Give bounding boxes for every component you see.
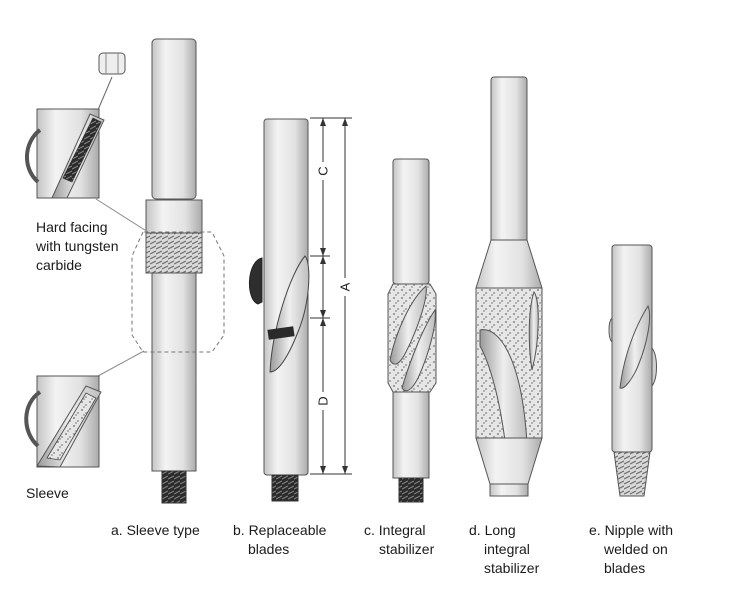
stabilizer-a-sleeve-type [131, 38, 225, 504]
hard-facing-label: Hard facing with tungsten carbide [36, 219, 119, 273]
e-blade-1 [608, 316, 613, 344]
dimension-c-label: C [316, 166, 331, 175]
c-blade-1 [389, 285, 427, 365]
b-pin-thread [271, 474, 299, 502]
e-box-thread [613, 451, 651, 497]
dimension-d-label: D [316, 396, 331, 405]
sleeve-label: Sleeve [26, 485, 69, 501]
d-blade-2 [528, 290, 539, 371]
sleeve-carbide [46, 392, 97, 461]
a-upper-body [151, 38, 197, 200]
c-upper-body [392, 158, 430, 285]
a-pin-thread [161, 470, 187, 504]
a-sleeve-thread [145, 232, 203, 274]
dimension-a-label: A [338, 282, 353, 291]
c-lower-body [392, 391, 430, 479]
d-upper-taper [475, 239, 543, 289]
stabilizer-d-long-integral [475, 76, 543, 497]
caption-a: a. Sleeve type [111, 522, 200, 538]
dimension-lines: A C D [310, 117, 354, 475]
sleeve-detail [24, 350, 145, 468]
a-sleeve-outline [131, 231, 225, 353]
d-upper-body [490, 76, 528, 244]
tungsten-insert-icon [98, 52, 126, 75]
e-blade-3 [651, 346, 657, 388]
a-lower-body [151, 272, 197, 472]
c-blade-2 [401, 308, 436, 392]
b-blade-lock [267, 326, 295, 340]
hard-facing-detail [24, 52, 149, 233]
caption-d: d. Long integral stabilizer [469, 522, 540, 576]
e-blade-2 [619, 304, 651, 389]
hard-facing-carbide [62, 117, 102, 183]
a-sleeve-collar [145, 199, 203, 235]
caption-c: c. Integral stabilizer [364, 522, 435, 557]
d-lower-taper [475, 437, 543, 485]
b-blade-back [248, 257, 263, 305]
stabilizer-e-nipple [608, 244, 657, 497]
stabilizer-c-integral [387, 158, 437, 503]
d-pin [489, 483, 529, 497]
c-pin-thread [398, 477, 424, 503]
stabilizer-b-replaceable-blades [248, 118, 310, 502]
caption-b: b. Replaceable blades [233, 522, 327, 557]
b-blade [269, 255, 310, 373]
caption-e: e. Nipple with welded on blades [589, 522, 674, 576]
